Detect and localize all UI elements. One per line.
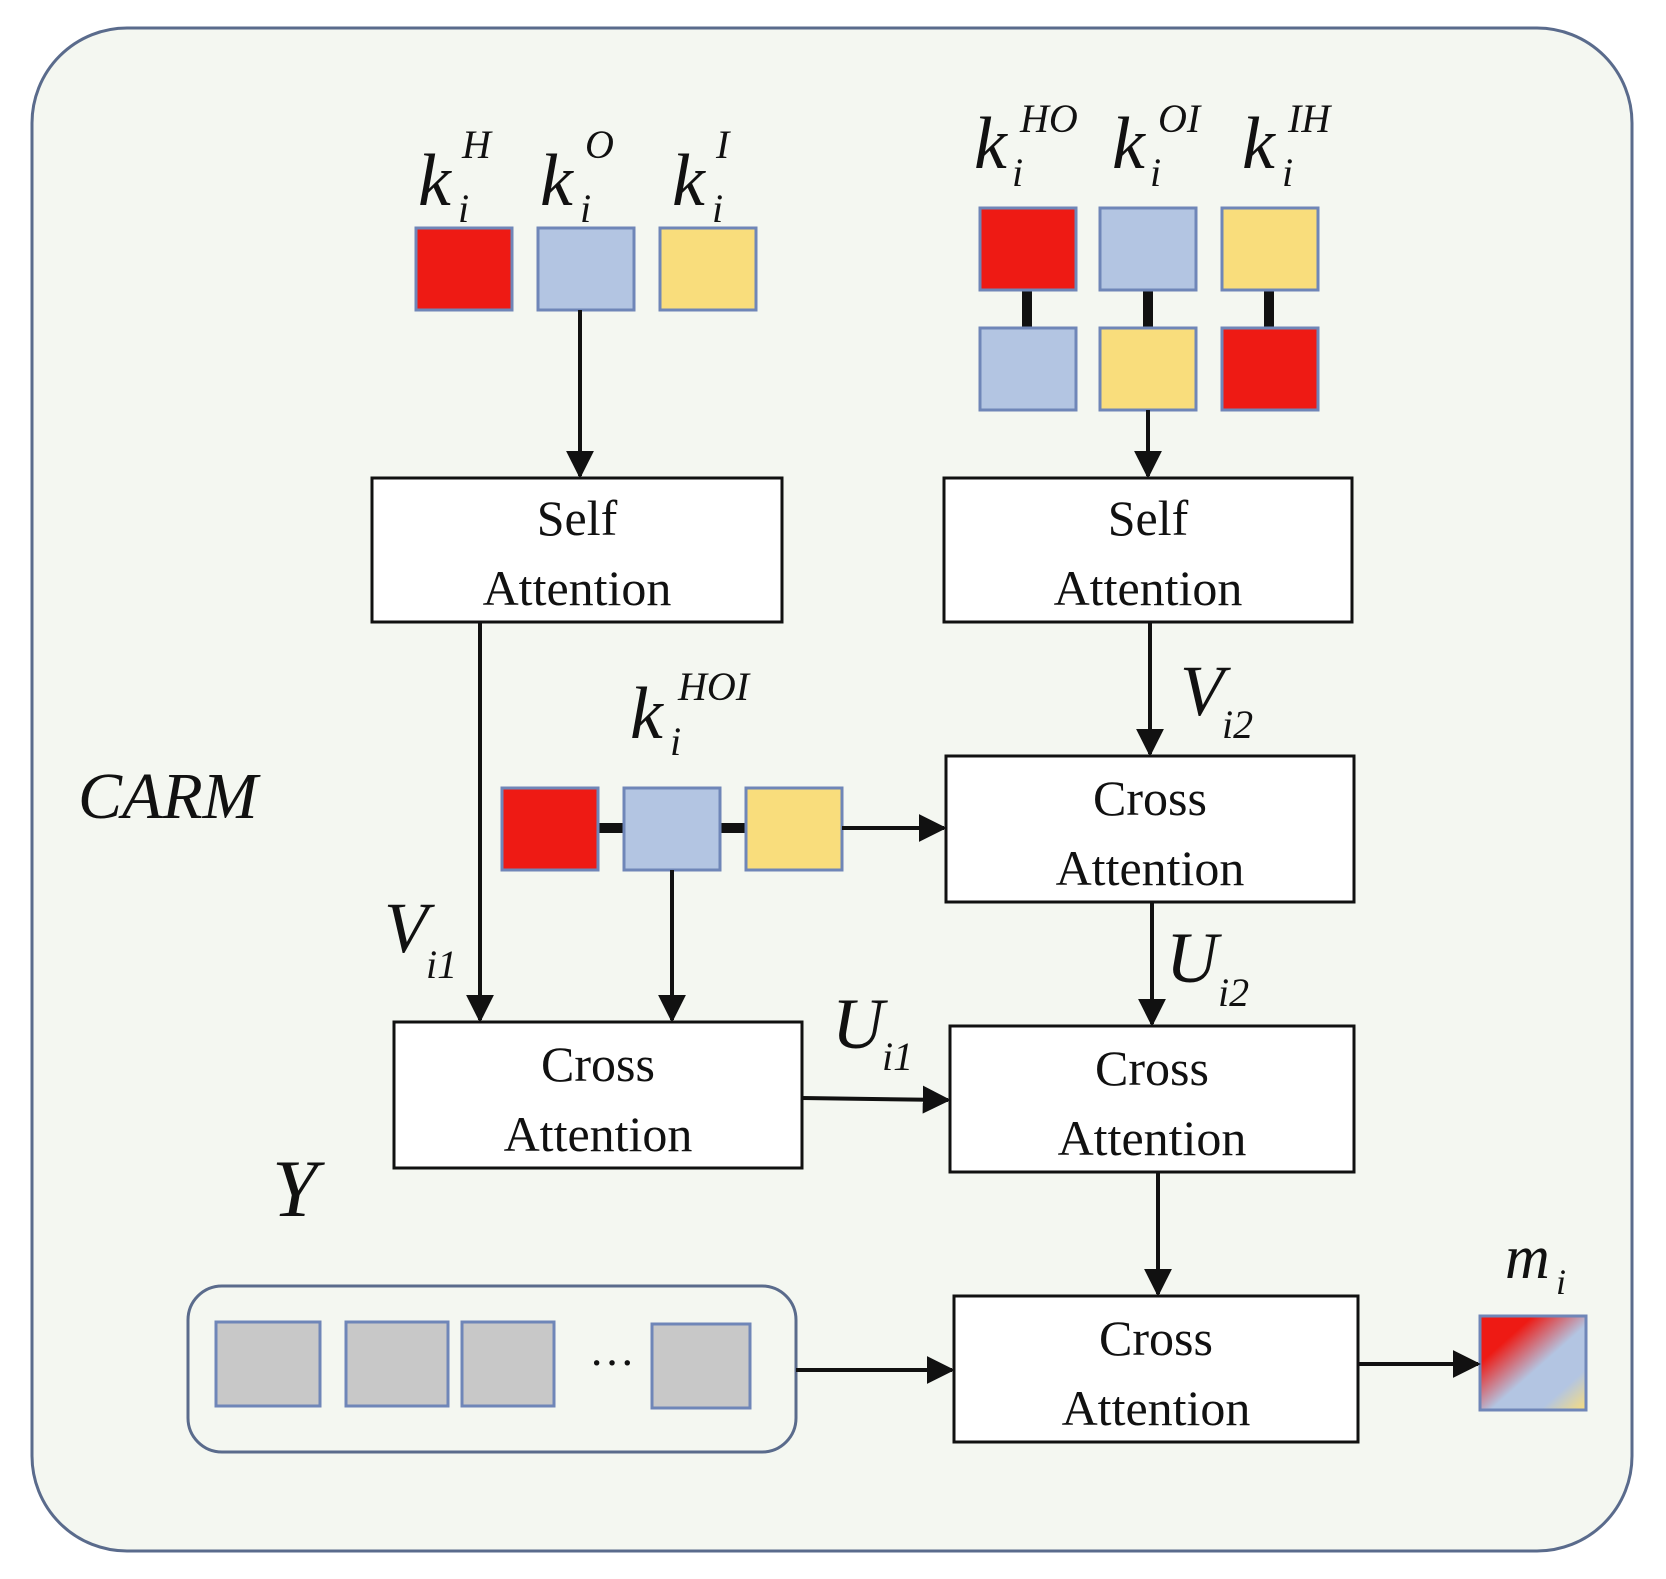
- svg-text:k: k: [1242, 103, 1276, 185]
- svg-text:Attention: Attention: [1062, 1380, 1251, 1436]
- svg-text:i1: i1: [882, 1034, 913, 1079]
- svg-text:Self: Self: [537, 490, 618, 546]
- svg-text:k: k: [672, 140, 706, 222]
- label-kH: k i H: [418, 122, 493, 231]
- svg-text:k: k: [540, 140, 574, 222]
- output-token: [1478, 1314, 1588, 1412]
- svg-text:i: i: [670, 719, 681, 764]
- svg-text:i1: i1: [426, 942, 457, 987]
- svg-text:V: V: [1180, 651, 1231, 731]
- svg-text:i: i: [458, 186, 469, 231]
- label-mi: m i: [1505, 1224, 1566, 1302]
- svg-text:k: k: [418, 140, 452, 222]
- triplet-object: [622, 786, 722, 872]
- svg-text:Self: Self: [1108, 490, 1189, 546]
- label-Ui2: U i2: [1166, 918, 1249, 1015]
- query-token: [214, 1320, 322, 1408]
- label-Vi1: V i1: [384, 888, 457, 987]
- cross-attention-mid: Cross Attention: [948, 1024, 1356, 1174]
- svg-text:IH: IH: [1287, 96, 1332, 141]
- self-attention-right: Self Attention: [942, 476, 1354, 624]
- svg-text:OI: OI: [1158, 96, 1202, 141]
- svg-text:i2: i2: [1218, 970, 1249, 1015]
- pair-ho-object: [978, 326, 1078, 412]
- label-Y: Y: [272, 1143, 325, 1234]
- svg-text:i: i: [580, 186, 591, 231]
- label-kIH: k i IH: [1242, 96, 1332, 195]
- token-object: [536, 226, 636, 312]
- label-kO: k i O: [540, 122, 614, 231]
- svg-text:I: I: [715, 122, 731, 167]
- pair-ih-human: [1220, 326, 1320, 412]
- label-Ui1: U i1: [832, 984, 913, 1079]
- self-attention-left: Self Attention: [370, 476, 784, 624]
- svg-text:Cross: Cross: [1099, 1310, 1213, 1366]
- svg-text:m: m: [1505, 1224, 1550, 1292]
- token-human: [414, 226, 514, 312]
- svg-text:Attention: Attention: [1054, 560, 1243, 616]
- query-ellipsis: ···: [589, 1337, 635, 1388]
- svg-text:i: i: [712, 186, 723, 231]
- pair-oi-object: [1098, 206, 1198, 292]
- svg-text:k: k: [974, 103, 1008, 185]
- svg-text:Attention: Attention: [483, 560, 672, 616]
- query-token: [344, 1320, 450, 1408]
- svg-text:HOI: HOI: [677, 664, 751, 709]
- svg-text:U: U: [832, 984, 888, 1064]
- triplet-human: [500, 786, 600, 872]
- label-kHOI: k i HOI: [630, 664, 751, 764]
- triplet-interaction: [744, 786, 844, 872]
- svg-text:i: i: [1012, 150, 1023, 195]
- svg-text:H: H: [461, 122, 493, 167]
- query-token: [460, 1320, 556, 1408]
- pair-ho-human: [978, 206, 1078, 292]
- label-Vi2: V i2: [1180, 651, 1253, 747]
- svg-text:Cross: Cross: [1093, 770, 1207, 826]
- panel-title: CARM: [78, 760, 262, 833]
- svg-text:V: V: [384, 888, 435, 968]
- arrow-cross-left-to-cross-mid: [801, 1085, 951, 1114]
- query-token: [650, 1322, 752, 1410]
- svg-text:HO: HO: [1019, 96, 1078, 141]
- svg-text:Attention: Attention: [1056, 840, 1245, 896]
- cross-attention-left: Cross Attention: [392, 1020, 804, 1170]
- svg-text:U: U: [1166, 918, 1222, 998]
- cross-attention-top: Cross Attention: [944, 754, 1356, 904]
- svg-text:Cross: Cross: [1095, 1040, 1209, 1096]
- label-kOI: k i OI: [1112, 96, 1202, 195]
- label-kHO: k i HO: [974, 96, 1078, 195]
- svg-text:k: k: [1112, 103, 1146, 185]
- cross-attention-bottom: Cross Attention: [952, 1294, 1360, 1444]
- svg-text:i: i: [1282, 150, 1293, 195]
- svg-text:Cross: Cross: [541, 1036, 655, 1092]
- pair-oi-interaction: [1098, 326, 1198, 412]
- label-kI: k i I: [672, 122, 731, 231]
- svg-text:i2: i2: [1222, 702, 1253, 747]
- svg-text:Attention: Attention: [504, 1106, 693, 1162]
- svg-text:i: i: [1150, 150, 1161, 195]
- svg-text:O: O: [585, 122, 614, 167]
- token-interaction: [658, 226, 758, 312]
- pair-ih-interaction: [1220, 206, 1320, 292]
- svg-text:i: i: [1556, 1262, 1566, 1302]
- svg-text:k: k: [630, 673, 664, 755]
- svg-text:Attention: Attention: [1058, 1110, 1247, 1166]
